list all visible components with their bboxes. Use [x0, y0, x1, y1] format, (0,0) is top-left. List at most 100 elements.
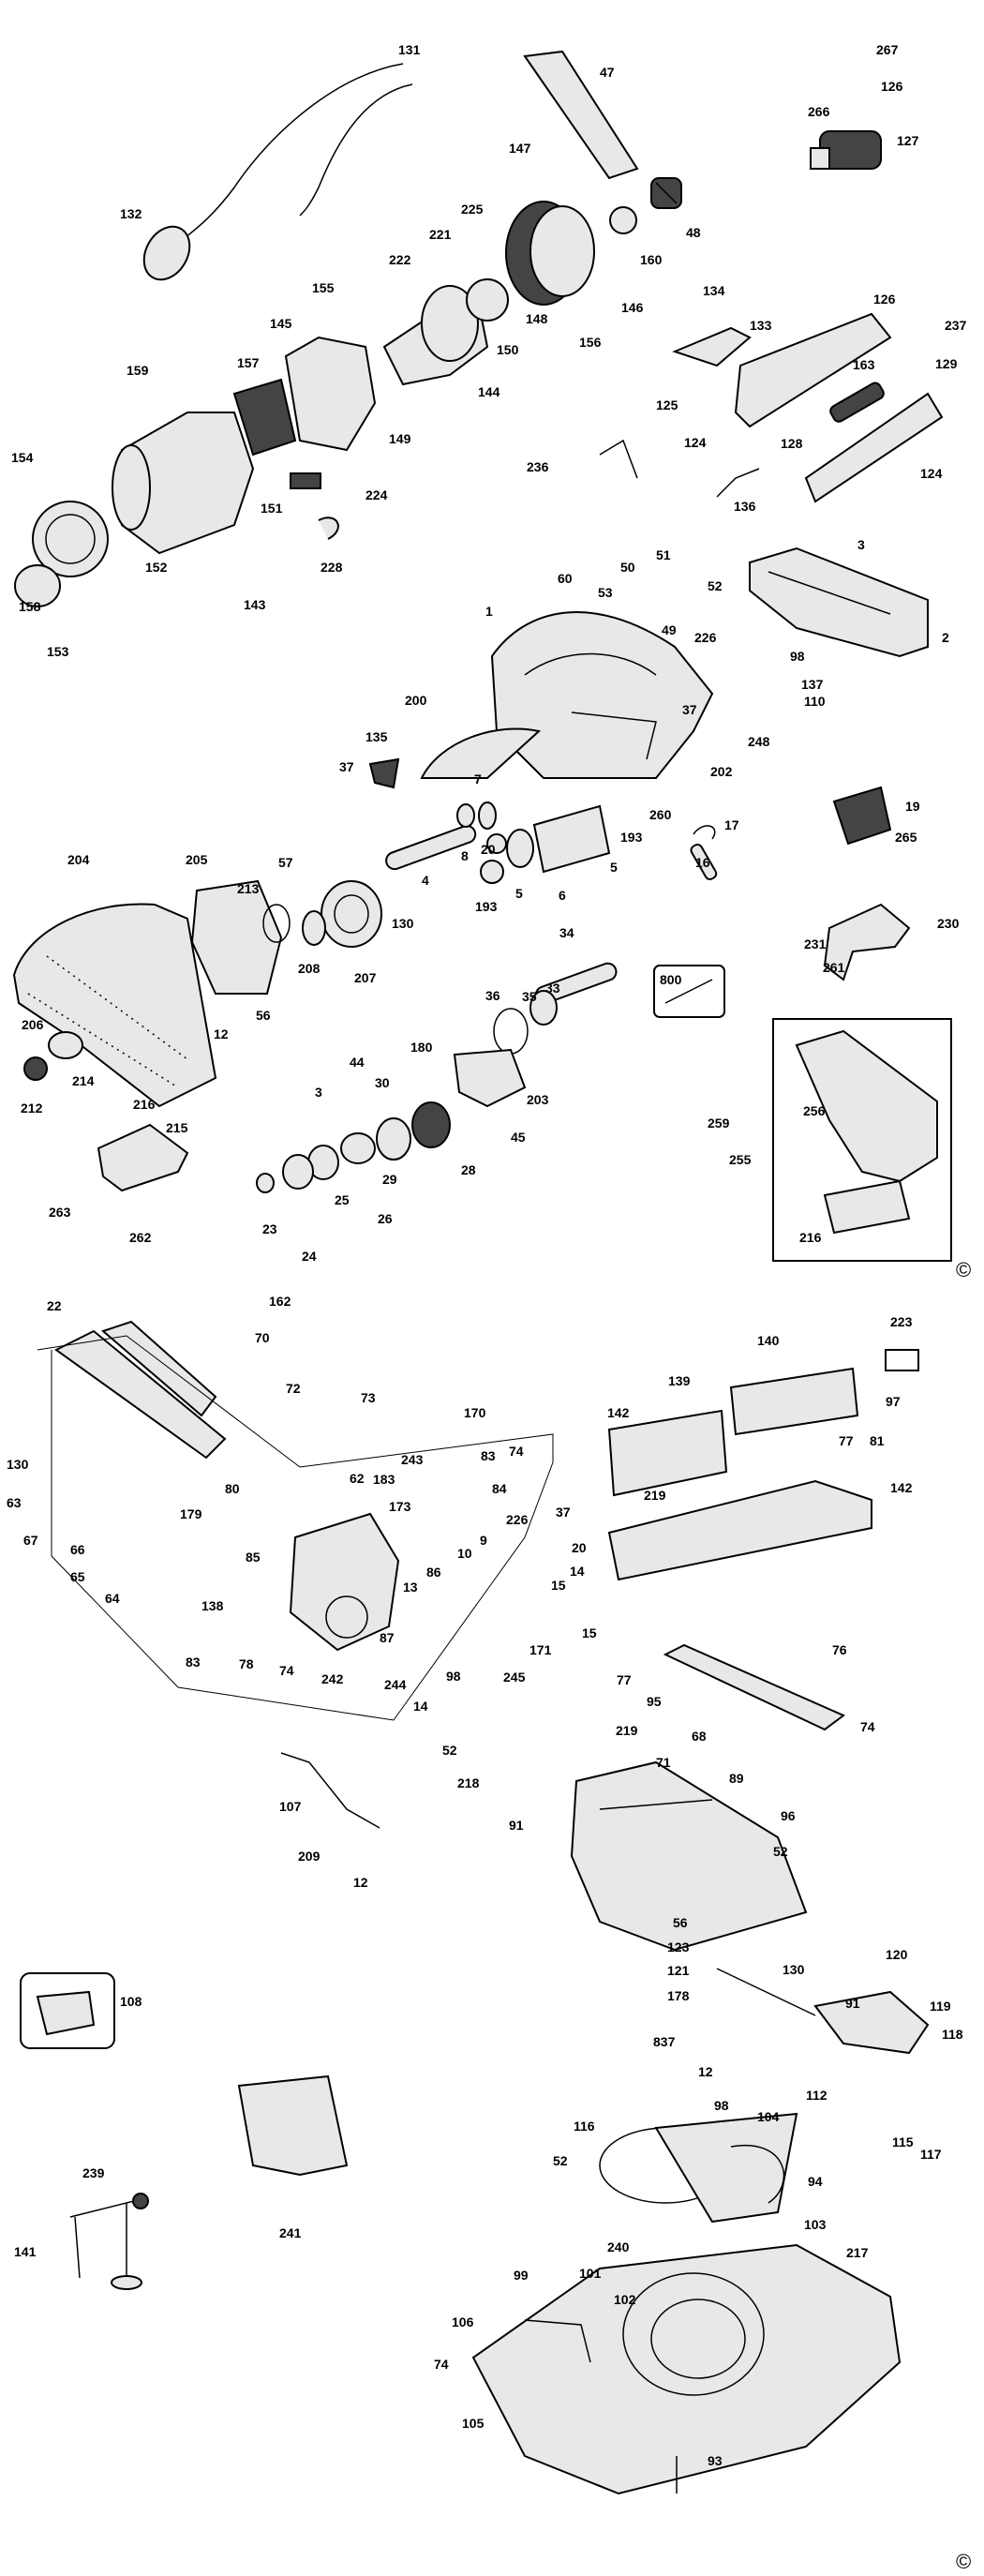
brush-holder-drawing — [810, 130, 882, 170]
label: 50 — [620, 560, 635, 575]
label: 117 — [920, 2147, 942, 2162]
label: 153 — [47, 644, 69, 659]
lower-blade-guard-drawing — [12, 903, 217, 1108]
label: 52 — [708, 578, 723, 593]
label: 53 — [598, 585, 613, 600]
label: 91 — [845, 1996, 860, 2011]
dust-bracket-drawing — [97, 1123, 189, 1192]
label: 223 — [890, 1314, 913, 1329]
label: 152 — [145, 560, 168, 575]
label: 256 — [803, 1103, 826, 1118]
bearing-drawing — [480, 860, 504, 884]
label: 224 — [365, 487, 388, 502]
detent-plate-drawing — [599, 2112, 798, 2224]
label: 132 — [120, 206, 142, 221]
label: 123 — [667, 1939, 690, 1954]
guard-plate-drawing — [190, 879, 283, 995]
clip-drawing — [318, 517, 339, 540]
upper-guard-drawing — [490, 611, 714, 779]
label: 30 — [375, 1075, 390, 1090]
label: 209 — [298, 1849, 321, 1864]
label: 226 — [694, 630, 717, 645]
dust-bag-drawing — [237, 2074, 349, 2177]
label: 150 — [497, 342, 519, 357]
label: 193 — [475, 899, 498, 914]
label: 34 — [559, 925, 574, 940]
label: 94 — [808, 2174, 823, 2189]
label: 179 — [180, 1506, 202, 1521]
label: 83 — [186, 1655, 201, 1670]
label: 65 — [70, 1569, 85, 1584]
label: 57 — [278, 855, 293, 870]
brush-frame-drawing — [232, 378, 297, 457]
label: 260 — [649, 807, 672, 822]
label: 144 — [478, 384, 500, 399]
label: 216 — [799, 1230, 822, 1245]
blade-guard-shield-drawing — [420, 727, 542, 779]
label: 155 — [312, 280, 335, 295]
knob-drawing — [23, 1056, 48, 1081]
gearcase-drawing — [256, 1048, 527, 1193]
label: 148 — [526, 311, 548, 326]
label: 115 — [892, 2134, 914, 2149]
label: 101 — [579, 2266, 602, 2281]
label: 837 — [653, 2034, 676, 2049]
label: 10 — [457, 1546, 472, 1561]
label: 3 — [857, 537, 865, 552]
tool-box-drawing — [653, 965, 725, 1018]
label: 200 — [405, 693, 427, 708]
switch-cable-drawing — [716, 468, 760, 498]
label: 70 — [255, 1330, 270, 1345]
label: 33 — [545, 981, 560, 996]
copyright-mark: © — [956, 2550, 971, 2573]
label: 74 — [434, 2357, 449, 2372]
label: 15 — [551, 1578, 566, 1593]
label: 45 — [511, 1130, 526, 1145]
label: 52 — [553, 2153, 568, 2168]
label: 98 — [446, 1669, 461, 1684]
label: 225 — [461, 202, 484, 217]
label: 87 — [380, 1630, 395, 1645]
label: 107 — [279, 1799, 302, 1814]
knob-drawing — [832, 786, 892, 846]
label: 74 — [509, 1444, 524, 1459]
label: 14 — [570, 1564, 585, 1579]
label: 5 — [610, 860, 618, 875]
power-cord-drawing — [142, 63, 413, 281]
label: 142 — [607, 1405, 630, 1420]
label: 112 — [806, 2088, 827, 2103]
label: 219 — [616, 1723, 638, 1738]
label: 44 — [350, 1055, 365, 1070]
label: 124 — [920, 466, 943, 481]
label: 154 — [11, 450, 34, 465]
label: 221 — [429, 227, 452, 242]
label: 63 — [7, 1495, 22, 1510]
label: 241 — [279, 2225, 302, 2240]
label: 12 — [698, 2064, 713, 2079]
label: 20 — [481, 842, 496, 857]
label: 236 — [527, 459, 549, 474]
label: 25 — [335, 1192, 350, 1207]
label: 126 — [873, 292, 896, 307]
label: 205 — [186, 852, 208, 867]
label-drawing — [885, 1349, 919, 1371]
motor-housing-drawing — [112, 412, 255, 555]
ring-drawing — [262, 904, 291, 943]
label: 74 — [279, 1663, 294, 1678]
label: 230 — [937, 916, 960, 931]
label: 149 — [389, 431, 411, 446]
label: 77 — [617, 1672, 632, 1687]
label: 145 — [270, 316, 292, 331]
label: 130 — [783, 1962, 805, 1977]
spindle-drawing — [385, 801, 497, 871]
kit-box-drawing — [20, 1972, 115, 2049]
label: 267 — [876, 42, 899, 57]
label: 93 — [708, 2453, 723, 2468]
label: 97 — [886, 1394, 901, 1409]
label: 129 — [935, 356, 958, 371]
label: 35 — [522, 989, 537, 1004]
label: 244 — [384, 1677, 407, 1692]
label: 126 — [881, 79, 903, 94]
label: 78 — [239, 1656, 254, 1671]
